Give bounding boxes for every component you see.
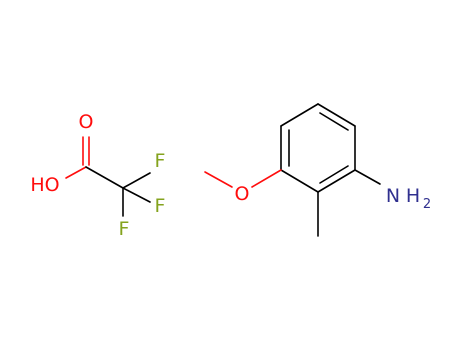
carbon-carbon-bond [85,166,124,189]
cf-bond-upper [122,172,151,189]
fluorine-label-3: F [119,218,130,240]
hydroxyl-label: HO [30,174,59,196]
ring-bond-top [280,103,319,127]
ring-inner-bond-2 [319,112,349,131]
fluorine-label-2: F [155,195,166,217]
amine-hydrogen-label: H [406,185,420,207]
methoxy-oxygen-label: O [235,183,250,205]
methoxy-ring-bond [251,169,282,188]
amine-nitrogen-label: N [386,185,400,207]
ring-inner-bond-3 [319,165,349,184]
fluorine-label-1: F [155,150,166,172]
trifluoroacetic-acid: O HO F F F [30,111,165,240]
cf-bond-right [122,187,151,203]
ring-bond-top-right [317,103,356,127]
ring-bond-bottom-left [280,169,319,193]
amine-bond [354,169,381,185]
methoxy-methyl-bond [204,171,233,188]
hydroxyl-bond [65,166,87,179]
ring-bond-bottom-right [317,169,356,193]
carbonyl-oxygen-label: O [79,111,94,133]
methoxy-methylaniline: O N H 2 [204,103,431,237]
amine-hydrogen-count: 2 [423,197,431,212]
